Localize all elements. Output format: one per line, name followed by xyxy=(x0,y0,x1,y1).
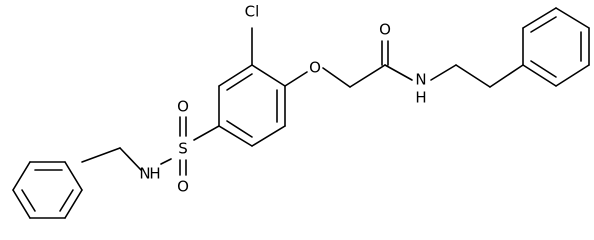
sulfonyl-oxygen-top-label: O xyxy=(177,98,189,116)
chlorine-label: Cl xyxy=(245,3,260,21)
bond xyxy=(530,16,557,33)
sulfur-label: S xyxy=(178,140,188,158)
sulfonamide-hydrogen-label: H xyxy=(149,165,160,183)
atom-label-layer: Cl O O N H N H S O O xyxy=(139,3,426,196)
bond xyxy=(12,161,31,191)
bond xyxy=(251,125,286,147)
bond xyxy=(349,64,386,88)
bond xyxy=(226,73,253,91)
bond xyxy=(555,64,590,87)
bond xyxy=(119,147,142,171)
bond xyxy=(226,120,253,138)
bond xyxy=(489,64,524,88)
bond xyxy=(59,189,74,212)
bond xyxy=(530,60,557,78)
bond xyxy=(21,189,36,212)
bond xyxy=(218,125,253,147)
bond xyxy=(218,64,253,87)
ether-oxygen-label: O xyxy=(309,59,321,77)
amide-nitrogen-label: N xyxy=(415,71,426,89)
sulfonamide-nitrogen-label: N xyxy=(139,165,150,183)
bond xyxy=(384,64,413,81)
bond xyxy=(64,161,83,191)
bond-layer xyxy=(12,7,590,219)
bond xyxy=(251,64,286,87)
bond xyxy=(430,64,457,81)
bond xyxy=(12,189,31,219)
bond xyxy=(64,189,83,219)
chemical-structure-diagram: Cl O O N H N H S O O xyxy=(12,3,590,219)
sulfonyl-oxygen-bottom-label: O xyxy=(177,178,189,196)
bond xyxy=(522,64,557,87)
bond xyxy=(284,71,308,87)
carbonyl-oxygen-label: O xyxy=(379,21,391,39)
bond xyxy=(522,7,557,29)
bond xyxy=(81,147,121,163)
bond xyxy=(322,67,351,88)
bond xyxy=(160,158,172,165)
bond xyxy=(555,7,590,29)
bond xyxy=(193,125,220,141)
amide-hydrogen-label: H xyxy=(415,89,426,107)
bond xyxy=(455,64,491,88)
